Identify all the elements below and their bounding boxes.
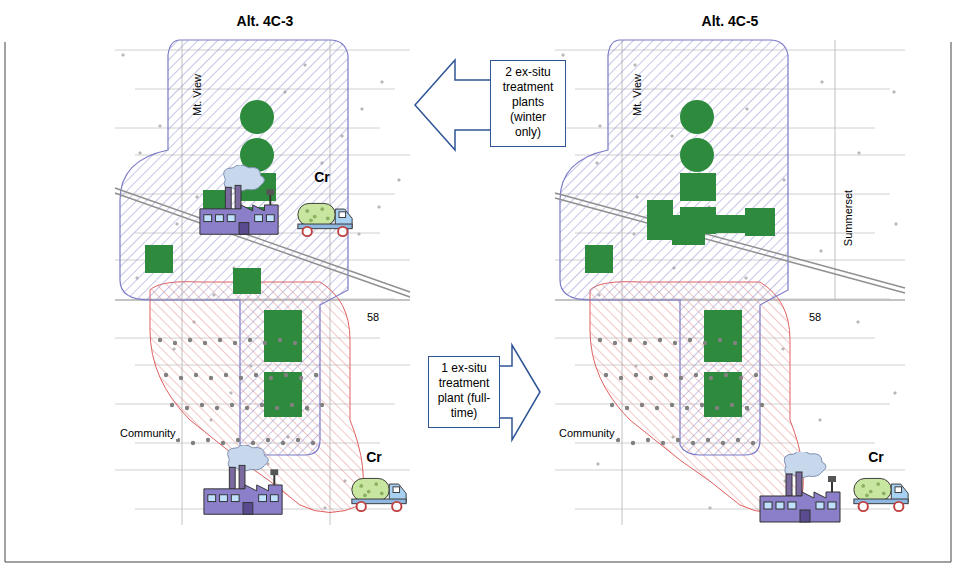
place-name: Community	[557, 427, 617, 439]
callout-text: 2 ex-situ treatment plants (winter only)	[496, 65, 560, 140]
panel-title: Alt. 4C-3	[237, 14, 294, 29]
route-number: 58	[365, 311, 381, 323]
chromium-label: Cr	[366, 450, 382, 465]
callout-text: 1 ex-situ treatment plant (full-time)	[434, 361, 494, 421]
street-name: Summerset	[842, 190, 854, 246]
panel-title: Alt. 4C-5	[702, 14, 759, 29]
callout-box: 1 ex-situ treatment plant (full-time)	[428, 356, 500, 428]
street-name: Mt. View	[631, 74, 643, 116]
route-number: 58	[807, 311, 823, 323]
chromium-label: Cr	[868, 450, 884, 465]
chromium-label: Cr	[314, 170, 330, 185]
place-name: Community	[118, 427, 178, 439]
callout-box: 2 ex-situ treatment plants (winter only)	[490, 60, 566, 147]
street-name: Mt. View	[191, 74, 203, 116]
